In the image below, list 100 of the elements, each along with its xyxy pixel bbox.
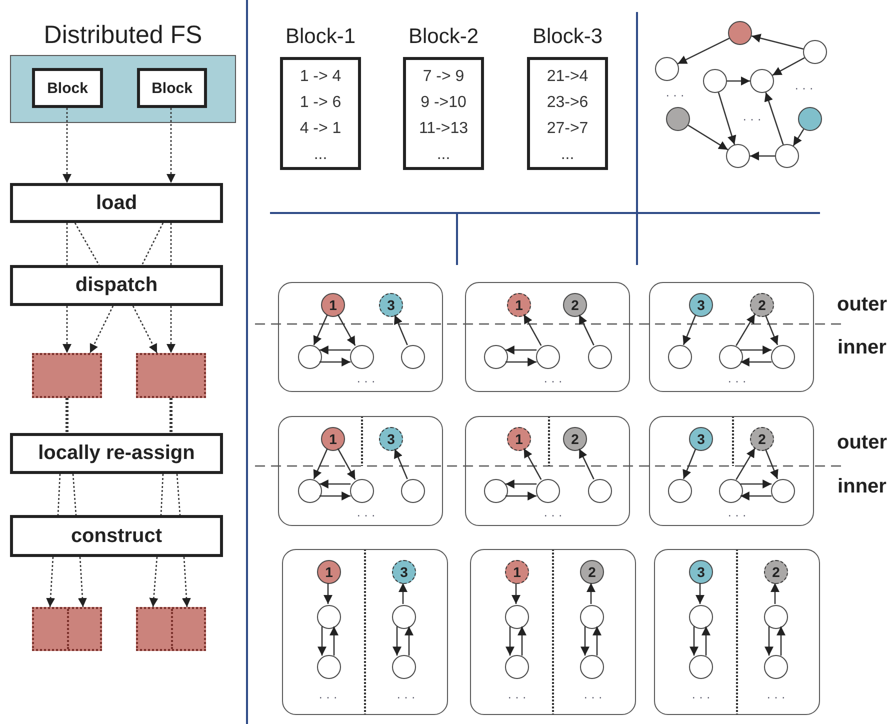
graph-vertex: 3 xyxy=(689,560,713,584)
arrow xyxy=(772,57,805,76)
ellipsis-mark: · · · xyxy=(692,690,710,704)
arrow xyxy=(702,626,710,656)
graph-vertex: 2 xyxy=(580,560,604,584)
arrow xyxy=(580,626,590,656)
arrow xyxy=(523,314,542,346)
graph-vertex xyxy=(588,479,612,503)
ellipsis-mark: · · · xyxy=(544,508,562,522)
connector-line xyxy=(170,223,172,265)
connector-line xyxy=(160,474,164,516)
graph-vertex xyxy=(298,479,322,503)
edge-entry: ... xyxy=(312,145,328,165)
graph-vertex: 2 xyxy=(563,293,587,317)
graph-vertex xyxy=(484,345,508,369)
layer-label: outer xyxy=(837,294,887,316)
arrow xyxy=(764,626,774,656)
graph-vertex xyxy=(350,479,374,503)
arrow xyxy=(750,152,775,160)
connector-line xyxy=(74,222,100,266)
process-box: locally re-assign xyxy=(10,433,223,474)
graph-vertex xyxy=(703,69,727,93)
partition-card xyxy=(465,416,630,526)
graph-vertex xyxy=(728,21,752,45)
graph-vertex xyxy=(392,655,416,679)
connector-line xyxy=(72,474,77,516)
graph-vertex xyxy=(655,57,679,81)
layer-label: outer xyxy=(837,432,887,454)
graph-vertex xyxy=(536,345,560,369)
connector-line xyxy=(66,223,68,265)
partition-card xyxy=(282,549,448,715)
graph-vertex xyxy=(803,40,827,64)
layer-label: inner xyxy=(838,336,886,360)
arrow xyxy=(677,38,730,64)
arrow xyxy=(682,448,696,480)
edge-entry: 11->13 xyxy=(418,119,470,139)
arrow xyxy=(505,480,537,488)
graph-vertex xyxy=(588,345,612,369)
arrow xyxy=(718,92,736,145)
edge-entry: 1 -> 4 xyxy=(298,67,342,87)
arrow xyxy=(518,626,526,656)
graph-vertex: 2 xyxy=(764,560,788,584)
graph-vertex xyxy=(764,655,788,679)
ellipsis-mark: · · · xyxy=(356,508,376,522)
arrow xyxy=(166,108,176,183)
ellipsis-mark: · · · xyxy=(728,374,746,388)
arrow xyxy=(319,492,351,500)
graph-vertex: 2 xyxy=(563,427,587,451)
arrow xyxy=(324,583,332,604)
arrow xyxy=(586,583,596,604)
ellipsis-mark: · · · xyxy=(356,374,376,388)
arrow xyxy=(770,583,780,604)
graph-vertex xyxy=(764,605,788,629)
edge-entry: 1 -> 6 xyxy=(298,93,342,113)
arrow xyxy=(62,306,72,353)
arrow xyxy=(512,583,520,604)
edge-entry: 7 -> 9 xyxy=(422,67,466,87)
graph-vertex xyxy=(719,345,743,369)
partition-block xyxy=(136,353,206,398)
arrow xyxy=(132,306,158,354)
arrow xyxy=(688,124,728,150)
arrow xyxy=(696,583,704,604)
arrow xyxy=(394,448,408,480)
graph-vertex xyxy=(689,605,713,629)
arrow xyxy=(337,314,356,346)
partition-card xyxy=(470,549,636,715)
arrow xyxy=(592,626,602,656)
arrow xyxy=(764,92,784,145)
arrow xyxy=(506,626,514,656)
graph-vertex xyxy=(666,107,690,131)
partition-card xyxy=(649,282,814,392)
arrow xyxy=(166,306,176,353)
process-box: load xyxy=(10,183,223,223)
partition-card xyxy=(465,282,630,392)
arrow xyxy=(392,626,402,656)
arrow xyxy=(523,448,542,480)
layer-label: inner xyxy=(838,476,886,498)
arrow xyxy=(318,626,326,656)
graph-vertex xyxy=(580,655,604,679)
graph-vertex xyxy=(392,605,416,629)
graph-vertex xyxy=(668,479,692,503)
arrow xyxy=(740,346,772,354)
arrow xyxy=(78,556,87,608)
graph-vertex: 1 xyxy=(507,427,531,451)
arrow xyxy=(736,448,756,480)
edge-entry: ... xyxy=(436,145,452,165)
block-box: Block xyxy=(32,68,103,108)
graph-vertex: 2 xyxy=(750,427,774,451)
block-box: Block xyxy=(137,68,207,108)
arrow xyxy=(736,314,756,346)
partition-block xyxy=(32,607,102,651)
graph-vertex: 1 xyxy=(321,293,345,317)
edge-entry: 27->7 xyxy=(546,119,590,139)
graph-vertex xyxy=(771,479,795,503)
arrow xyxy=(792,128,804,146)
edge-entry: 9 ->10 xyxy=(420,93,468,113)
arrow xyxy=(313,314,328,346)
graph-vertex xyxy=(771,345,795,369)
arrow xyxy=(394,314,408,346)
graph-vertex xyxy=(719,479,743,503)
